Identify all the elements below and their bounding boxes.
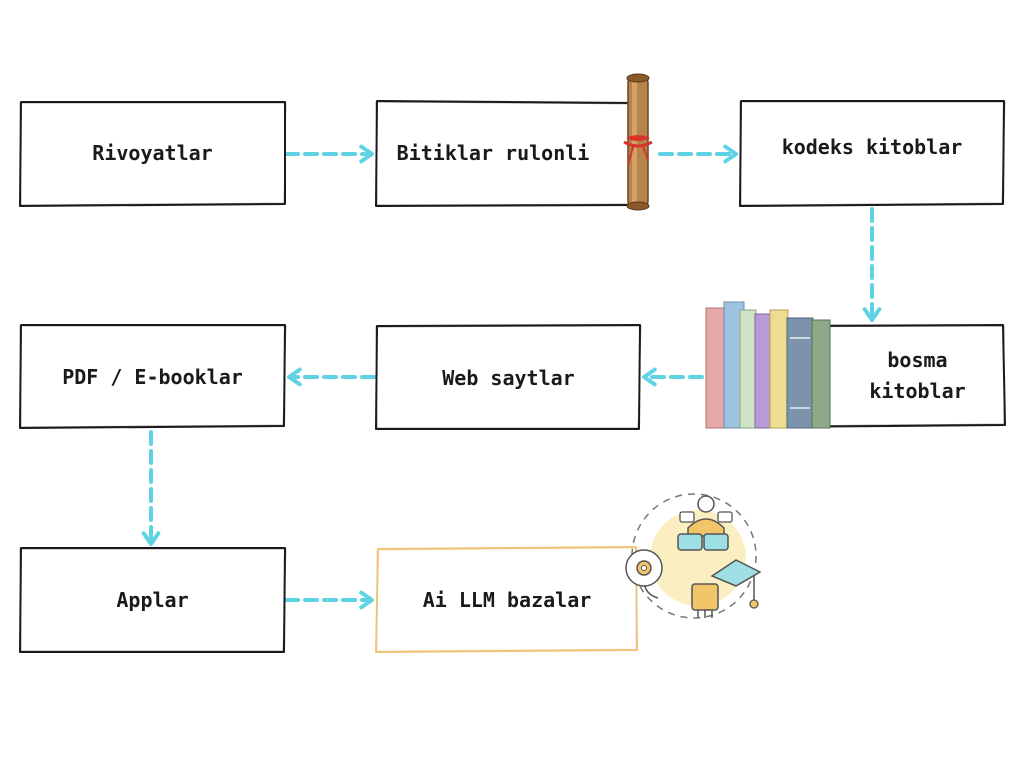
scroll-illustration [623,73,653,211]
box-web-sketch [375,325,642,429]
node-label: Applar [116,587,189,612]
node-label: Bitiklar rulonli [396,141,590,165]
node-rivoyatlar: Rivoyatlar [20,102,285,205]
node-label: Web saytlar [442,365,575,390]
arrows-layer [141,144,882,610]
node-bitiklar-rulonli: Bitiklar rulonli [377,102,639,205]
arrow-rivoyatlar-to-bitiklar [284,144,374,164]
boxes-layer [19,100,1006,653]
node-ai-llm-bazalar: Ai LLM bazalar [377,548,637,652]
node-web-saytlar: Web saytlar [377,326,640,430]
node-label: Rivoyatlar [92,141,213,165]
arrow-applar-to-ai [284,590,374,610]
node-label: Ai LLM bazalar [422,587,592,612]
box-applar-sketch [19,548,287,652]
node-label: kodeks kitoblar [781,135,963,159]
ai-education-illustration [625,493,762,619]
books-illustration [705,301,831,429]
arrow-pdf-to-applar [141,430,161,546]
box-kodeks-sketch [739,101,1006,206]
node-bosma-kitoblar: bosma kitoblar [830,325,1005,426]
node-pdf-ebooklar: PDF / E-booklar [20,326,285,428]
box-rivoyatlar-sketch [19,102,287,206]
node-applar: Applar [20,548,285,652]
node-label: PDF / E-booklar [62,364,243,389]
box-pdf-sketch [19,325,287,428]
arrow-bosma-to-web [642,367,704,387]
node-label: bosma kitoblar [869,347,966,403]
arrow-web-to-pdf [287,367,376,387]
arrow-bitiklar-to-kodeks [658,144,738,164]
node-kodeks-kitoblar: kodeks kitoblar [740,100,1004,195]
box-ai-sketch [376,547,638,652]
arrow-kodeks-to-bosma [862,207,882,322]
